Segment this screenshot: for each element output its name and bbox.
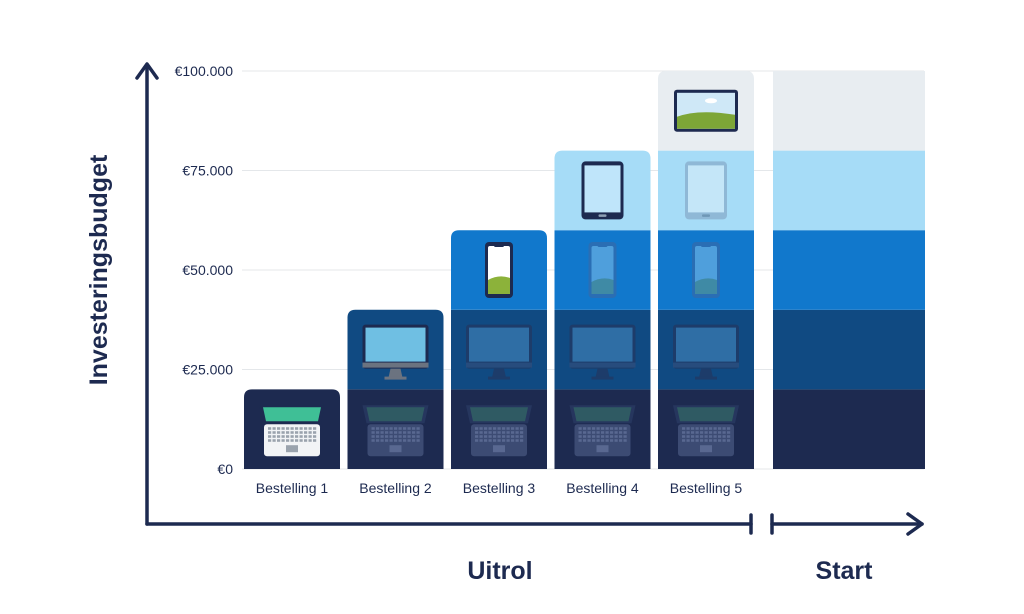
tablet-icon bbox=[685, 161, 727, 220]
x-category-label: Bestelling 1 bbox=[256, 480, 329, 496]
laptop-icon bbox=[569, 405, 636, 457]
start-label: Start bbox=[816, 557, 874, 585]
y-tick-labels: €0 €25.000 €50.000 €75.000 €100.000 bbox=[175, 63, 234, 477]
y-tick-label: €75.000 bbox=[182, 163, 233, 179]
tablet-icon bbox=[581, 161, 624, 220]
x-category-labels: Bestelling 1 Bestelling 2 Bestelling 3 Best… bbox=[256, 480, 743, 496]
laptop-icon bbox=[259, 405, 325, 457]
axes bbox=[135, 62, 924, 536]
monitor-icon bbox=[673, 324, 739, 380]
smartphone-icon bbox=[692, 242, 720, 298]
y-tick-label: €0 bbox=[217, 461, 233, 477]
start-segment bbox=[773, 230, 925, 310]
laptop-icon bbox=[673, 405, 739, 457]
start-segment bbox=[773, 71, 925, 151]
monitor-icon bbox=[362, 324, 429, 380]
device-icons bbox=[259, 89, 739, 457]
bar-5 bbox=[658, 71, 754, 469]
y-tick-label: €50.000 bbox=[182, 262, 233, 278]
y-axis-arrow bbox=[135, 62, 159, 80]
monitor-icon bbox=[466, 324, 532, 380]
x-axis-arrow bbox=[906, 512, 924, 536]
start-segment bbox=[773, 389, 925, 469]
start-segment bbox=[773, 150, 925, 231]
smartphone-icon bbox=[485, 242, 513, 298]
y-tick-label: €25.000 bbox=[182, 362, 233, 378]
x-category-label: Bestelling 4 bbox=[566, 480, 639, 496]
laptop-icon bbox=[362, 405, 429, 457]
laptop-icon bbox=[466, 405, 532, 457]
rollout-label: Uitrol bbox=[467, 557, 532, 585]
start-column bbox=[773, 71, 925, 469]
y-axis-label: Investeringsbudget bbox=[85, 154, 113, 385]
x-category-label: Bestelling 2 bbox=[359, 480, 432, 496]
smartphone-icon bbox=[588, 242, 617, 298]
y-tick-label: €100.000 bbox=[175, 63, 234, 79]
tv-icon bbox=[674, 89, 738, 132]
x-category-label: Bestelling 3 bbox=[463, 480, 536, 496]
x-category-label: Bestelling 5 bbox=[670, 480, 743, 496]
monitor-icon bbox=[569, 324, 636, 380]
start-segment bbox=[773, 309, 925, 390]
